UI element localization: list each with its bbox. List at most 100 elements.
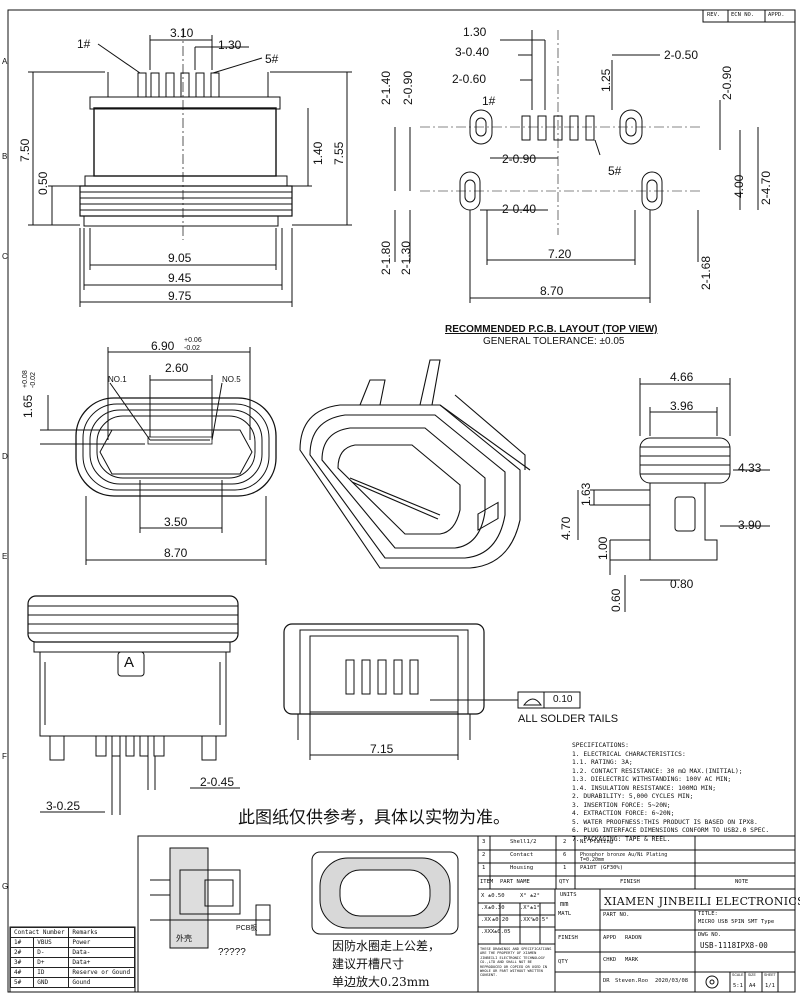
- dim-1-65: 1.65: [21, 394, 35, 418]
- ecn-label: ECN NO.: [731, 12, 755, 18]
- pcb-dim-2-0-90-left: 2-0.90: [401, 70, 415, 105]
- rear-view: [283, 623, 581, 760]
- pin-remark: Reserve or Gound: [68, 967, 135, 978]
- dim-9-05: 9.05: [168, 251, 192, 265]
- side-view: [577, 378, 770, 612]
- grid-letter-c: C: [2, 252, 8, 261]
- appd-name: RADON: [625, 935, 642, 941]
- tol-x2-val: ±0.20: [492, 917, 509, 923]
- dim-9-75: 9.75: [168, 289, 192, 303]
- dim-2-0-45: 2-0.45: [200, 775, 235, 789]
- part-no-label: PART NO.: [603, 912, 630, 918]
- tol-xa-val: ±2°: [530, 893, 540, 899]
- dim-1-65-tol-plus: +0.08: [22, 370, 29, 388]
- spec-line: 1.4. INSULATION RESISTANCE: 100MΩ MIN;: [572, 784, 717, 792]
- bom-qty: 2: [563, 839, 567, 845]
- dr-name: Steven.Roo: [615, 978, 649, 984]
- pinout-header-remarks: Remarks: [68, 927, 135, 938]
- fine-print: THESE DRAWINGS AND SPECIFICATIONS ARE TH…: [480, 947, 552, 978]
- tol-x1a: .X°: [520, 905, 530, 911]
- pcb-dim-2-1-80: 2-1.80: [379, 240, 393, 275]
- front-view: [40, 347, 277, 565]
- company-name: XIAMEN JINBEILI ELECTRONICS: [604, 895, 800, 908]
- appd-label: APPD.: [768, 12, 785, 18]
- bom-header-item: ITEM: [480, 879, 494, 885]
- pcb-pin5-label: 5#: [608, 164, 622, 178]
- pinout-header-contact: Contact Number: [9, 927, 70, 938]
- sheet-label: SHEET: [764, 973, 776, 977]
- bom-part: Housing: [510, 865, 534, 871]
- table-row: 5# GND Gound: [9, 977, 135, 988]
- gasket-note-line3: 单边放大0.23mm: [332, 975, 430, 989]
- gasket-note-line2: 建议开槽尺寸: [332, 957, 405, 971]
- dim-3-10: 3.10: [170, 26, 194, 40]
- bom-header-note: NOTE: [735, 879, 749, 885]
- dim-7-15: 7.15: [370, 742, 394, 756]
- grid-letter-e: E: [2, 552, 8, 561]
- units-label: UNITS: [560, 892, 577, 898]
- all-solder-tails-label: ALL SOLDER TAILS: [518, 713, 619, 725]
- scale-value: 5:1: [733, 983, 743, 989]
- pcb-dim-2-1-40: 2-1.40: [379, 70, 393, 105]
- flatness-value: 0.10: [553, 694, 573, 705]
- dim-3-90: 3.90: [738, 518, 762, 532]
- spec-line: 2. DURABILITY: 5,000 CYCLES MIN;: [572, 793, 694, 800]
- pin-signal: GND: [33, 977, 70, 988]
- pcb-dim-1-25: 1.25: [599, 68, 613, 92]
- tol-x-val: ±0.50: [488, 893, 505, 899]
- pcb-board-label: PCB板: [236, 925, 258, 932]
- bom-header-finish: FINISH: [620, 879, 640, 885]
- rev-label: REV.: [707, 12, 721, 18]
- tol-xa: X°: [520, 893, 527, 899]
- reference-notice: 此图纸仅供参考，具体以实物为准。: [238, 808, 510, 828]
- drawing-number: USB-1118IPX8-00: [700, 941, 768, 950]
- dim-1-40: 1.40: [311, 141, 325, 165]
- tol-x1-val: ±0.30: [488, 905, 505, 911]
- tol-x1: .X: [481, 905, 488, 911]
- general-tolerance: GENERAL TOLERANCE: ±0.05: [483, 336, 625, 347]
- pcb-dim-2-0-90-right: 2-0.90: [720, 65, 734, 100]
- pcb-dim-1-30: 1.30: [463, 25, 487, 39]
- tol-x: X: [481, 893, 485, 899]
- dim-3-0-25: 3-0.25: [46, 799, 81, 813]
- table-row: 3# D+ Data+: [9, 957, 135, 968]
- appd-label-tb: APPD: [603, 935, 617, 941]
- bom-header-part: PART NAME: [500, 879, 530, 885]
- bom-qty: 1: [563, 865, 567, 871]
- pin-remark: Power: [68, 937, 135, 948]
- tol-x2a-val: ±0.5°: [532, 917, 549, 923]
- sheet-value: 1/1: [765, 983, 775, 989]
- spec-line: 1.3. DIELECTRIC WITHSTANDING: 100V AC MI…: [572, 776, 732, 783]
- pcb-dim-2-0-90-mid: 2-0.90: [502, 152, 537, 166]
- gasket-note-line1: 因防水圈走上公差，: [332, 939, 441, 953]
- table-row: 1# VBUS Power: [9, 937, 135, 948]
- table-row: Contact Number Remarks: [9, 927, 135, 938]
- pcb-pin1-label: 1#: [482, 94, 496, 108]
- pin-number: 3#: [9, 957, 35, 968]
- drawing-date: 2020/03/08: [655, 978, 689, 984]
- grid-letter-g: G: [2, 882, 9, 891]
- chkd-name: MARK: [625, 957, 639, 963]
- pin-remark: Gound: [68, 977, 135, 988]
- pcb-dim-2-1-68: 2-1.68: [699, 255, 713, 290]
- bom-part: Shell1/2: [510, 839, 537, 845]
- dim-0-60: 0.60: [609, 588, 623, 612]
- dim-6-90: 6.90: [151, 339, 175, 353]
- no5-label: NO.5: [222, 375, 241, 384]
- finish-label: FINISH: [558, 935, 578, 941]
- spec-line: 4. EXTRACTION FORCE: 6~20N;: [572, 810, 675, 817]
- pcb-dim-2-1-30: 2-1.30: [399, 240, 413, 275]
- pcb-dim-4-00: 4.00: [732, 174, 746, 198]
- dim-1-00: 1.00: [596, 536, 610, 560]
- pin-number: 4#: [9, 967, 35, 978]
- dim-0-80: 0.80: [670, 577, 694, 591]
- bom-finish: Phosphor bronze Au/Ni Plating T=0.20mm: [580, 852, 668, 863]
- pcb-dim-2-0-60: 2-0.60: [452, 72, 487, 86]
- dim-8-70: 8.70: [164, 546, 188, 560]
- scale-label: SCALE: [732, 973, 744, 977]
- dim-6-90-tol-plus: +0.06: [184, 337, 202, 344]
- pcb-dim-3-0-40: 3-0.40: [455, 45, 490, 59]
- top-view: [28, 28, 352, 307]
